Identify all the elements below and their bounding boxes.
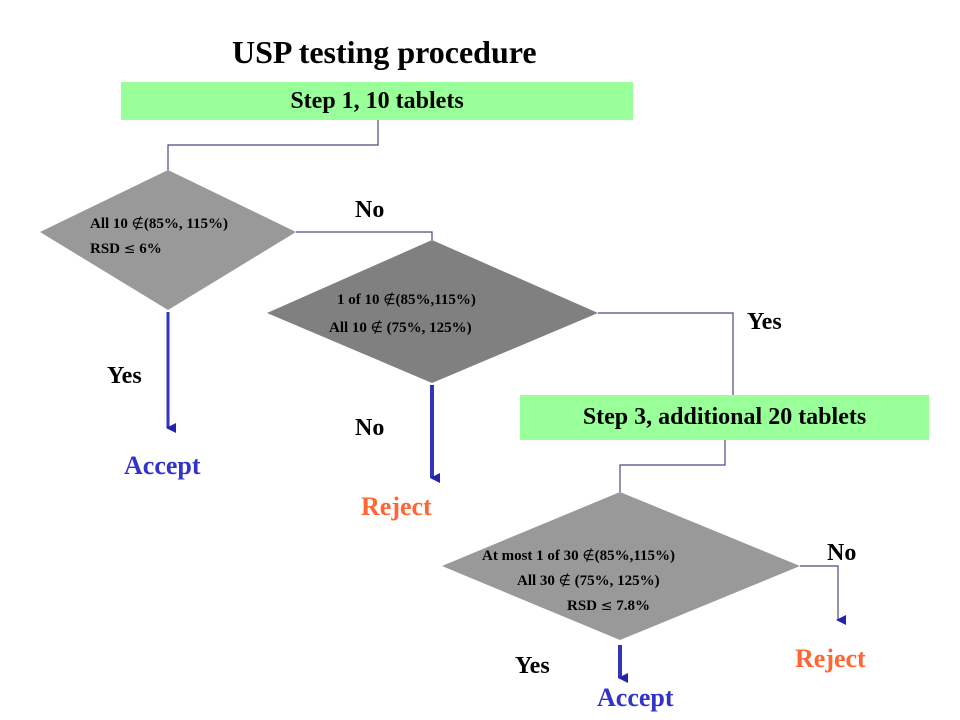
connector-step3-to-d3 <box>619 440 726 492</box>
d1-condition-2: RSD ≤ 6% <box>90 241 162 257</box>
label-no-3: No <box>827 540 857 566</box>
not-in-symbol-icon: ∉ <box>383 292 396 308</box>
d3-condition-2: All 30 ∉ (75%, 125%) <box>517 573 660 589</box>
step1-box: Step 1, 10 tablets <box>121 82 633 120</box>
decision-diamond-2 <box>267 240 598 383</box>
not-in-symbol-icon: ∉ <box>582 548 595 564</box>
d3-condition-1: At most 1 of 30 ∉(85%,115%) <box>482 548 676 564</box>
d3-condition-3: RSD ≤ 7.8% <box>567 598 650 614</box>
label-no-1: No <box>355 197 385 223</box>
label-yes-1: Yes <box>107 363 142 389</box>
result-reject-2: Reject <box>795 644 866 673</box>
result-accept-1: Accept <box>124 451 201 480</box>
connector-d2-yes-to-step3 <box>598 312 734 395</box>
connector-d1-no-to-d2 <box>296 231 433 240</box>
label-no-2: No <box>355 415 385 441</box>
decision-diamond-1 <box>40 170 296 310</box>
label-yes-2: Yes <box>747 309 782 335</box>
label-yes-3: Yes <box>515 653 550 679</box>
d1-condition-1: All 10 ∉(85%, 115%) <box>90 216 229 232</box>
decision-diamond-3 <box>442 492 800 640</box>
step1-label: Step 1, 10 tablets <box>290 87 464 114</box>
leq-symbol-icon: ≤ <box>600 598 613 614</box>
leq-symbol-icon: ≤ <box>123 241 136 257</box>
d2-condition-1: 1 of 10 ∉(85%,115%) <box>337 292 476 308</box>
connector-step1-to-d1 <box>167 120 379 170</box>
connector-d3-no <box>800 565 846 625</box>
not-in-symbol-icon: ∉ <box>131 216 144 232</box>
step3-box: Step 3, additional 20 tablets <box>520 395 929 440</box>
not-in-symbol-icon: ∉ <box>370 320 383 336</box>
page-title: USP testing procedure <box>232 34 537 70</box>
result-reject-1: Reject <box>361 492 432 521</box>
d2-condition-2: All 10 ∉ (75%, 125%) <box>329 320 472 336</box>
result-accept-2: Accept <box>597 683 674 712</box>
not-in-symbol-icon: ∉ <box>558 573 571 589</box>
step3-label: Step 3, additional 20 tablets <box>582 404 867 430</box>
